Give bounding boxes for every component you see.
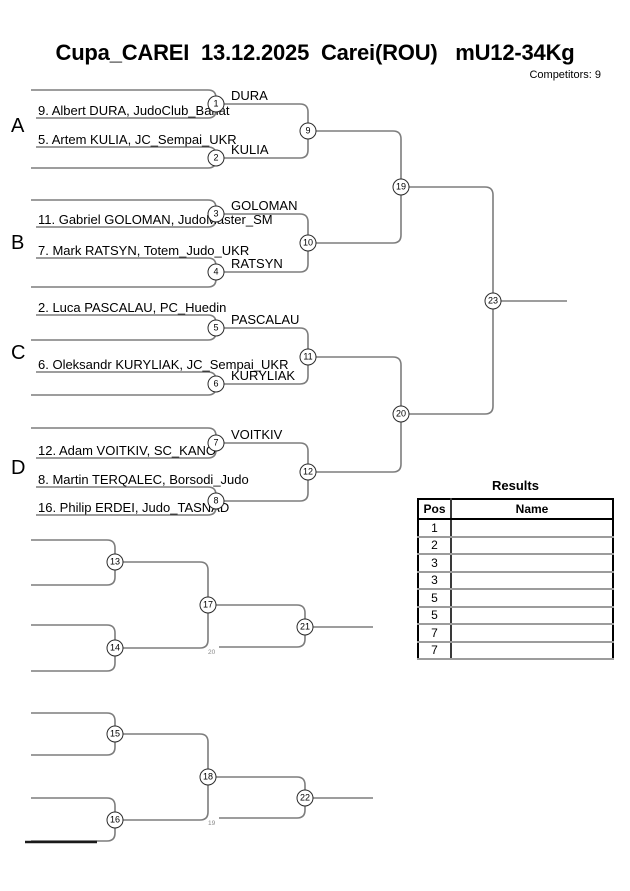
result-name bbox=[451, 571, 613, 590]
match-circle: 8 bbox=[207, 492, 225, 510]
fork-match-20 bbox=[308, 356, 402, 473]
match-circle: 18 bbox=[199, 768, 217, 786]
match-circle: 14 bbox=[106, 639, 124, 657]
results-title: Results bbox=[492, 478, 539, 493]
result-pos: 7 bbox=[418, 641, 452, 660]
repechage-source-label: 20 bbox=[208, 649, 216, 656]
result-name bbox=[451, 606, 613, 625]
fork-match-14 bbox=[31, 624, 116, 672]
fork-match-2 bbox=[31, 146, 217, 169]
match-circle: 21 bbox=[296, 618, 314, 636]
player-name: 11. Gabriel GOLOMAN, JudoMaster_SM bbox=[38, 212, 273, 227]
player-name: 7. Mark RATSYN, Totem_Judo_UKR bbox=[38, 243, 250, 258]
match-circle: 1 bbox=[207, 95, 225, 113]
player-name: 16. Philip ERDEI, Judo_TASNAD bbox=[38, 500, 230, 515]
section-label-a: A bbox=[11, 115, 25, 137]
section-label-b: B bbox=[11, 232, 25, 254]
advancer-label: RATSYN bbox=[231, 256, 283, 271]
player-name: 9. Albert DURA, JudoClub_Banat bbox=[38, 103, 230, 118]
fork-match-13 bbox=[31, 539, 116, 586]
fork-match-23 bbox=[401, 186, 494, 415]
advancer-label: KURYLIAK bbox=[231, 368, 296, 383]
player-name: 12. Adam VOITKIV, SC_KANO bbox=[38, 443, 216, 458]
fork-match-21 bbox=[208, 604, 306, 648]
advancer-label: PASCALAU bbox=[231, 312, 300, 327]
fork-match-19 bbox=[308, 130, 402, 244]
result-pos: 2 bbox=[418, 536, 452, 555]
match-circle: 20 bbox=[392, 405, 410, 423]
result-row: 7 bbox=[418, 624, 613, 643]
match-circle: 22 bbox=[296, 789, 314, 807]
fork-match-15 bbox=[31, 712, 116, 756]
result-pos: 1 bbox=[418, 519, 452, 538]
advancer-label: VOITKIV bbox=[231, 427, 283, 442]
result-row: 7 bbox=[418, 641, 613, 660]
player-name: 5. Artem KULIA, JC_Sempai_UKR bbox=[38, 132, 237, 147]
result-row: 2 bbox=[418, 536, 613, 555]
advancer-label: KULIA bbox=[231, 142, 269, 157]
result-row: 3 bbox=[418, 571, 613, 590]
result-pos: 5 bbox=[418, 589, 452, 608]
advancer-label: DURA bbox=[231, 88, 268, 103]
fork-match-16 bbox=[31, 797, 116, 842]
advancer-label: GOLOMAN bbox=[231, 198, 298, 213]
match-circle: 6 bbox=[207, 375, 225, 393]
match-circle: 11 bbox=[299, 348, 317, 366]
fork-match-18 bbox=[115, 733, 209, 821]
result-pos: 7 bbox=[418, 624, 452, 643]
match-circle: 3 bbox=[207, 205, 225, 223]
results-table: Pos Name 1 2 3 3 5 5 7 7 bbox=[417, 498, 614, 660]
fork-match-17 bbox=[115, 561, 209, 649]
match-circle: 16 bbox=[106, 811, 124, 829]
results-panel: Results Pos Name 1 2 3 3 5 5 7 7 bbox=[417, 478, 614, 660]
result-row: 1 bbox=[418, 519, 613, 538]
result-pos: 3 bbox=[418, 571, 452, 590]
result-pos: 3 bbox=[418, 554, 452, 573]
repechage-source-label: 19 bbox=[208, 820, 216, 827]
fork-match-6 bbox=[31, 371, 217, 396]
section-label-c: C bbox=[11, 342, 26, 364]
section-label-d: D bbox=[11, 457, 26, 479]
result-row: 5 bbox=[418, 606, 613, 625]
match-circle: 13 bbox=[106, 553, 124, 571]
result-name bbox=[451, 554, 613, 573]
result-pos: 5 bbox=[418, 606, 452, 625]
match-circle: 23 bbox=[484, 292, 502, 310]
match-circle: 4 bbox=[207, 263, 225, 281]
match-circle: 5 bbox=[207, 319, 225, 337]
player-name: 8. Martin TERQALEC, Borsodi_Judo bbox=[38, 472, 249, 487]
result-name bbox=[451, 536, 613, 555]
fork-match-4 bbox=[31, 257, 217, 288]
result-name bbox=[451, 519, 613, 538]
fork-match-22 bbox=[208, 776, 306, 819]
match-circle: 12 bbox=[299, 463, 317, 481]
result-name bbox=[451, 589, 613, 608]
match-circle: 7 bbox=[207, 434, 225, 452]
results-col-pos: Pos bbox=[418, 499, 452, 520]
results-header-row: Pos Name bbox=[418, 499, 613, 520]
tournament-title: Cupa_CAREI 13.12.2025 Carei(ROU) mU12-34… bbox=[55, 40, 575, 65]
result-row: 5 bbox=[418, 589, 613, 608]
results-col-name: Name bbox=[451, 499, 613, 520]
result-name bbox=[451, 641, 613, 660]
match-circle: 19 bbox=[392, 178, 410, 196]
match-circle: 15 bbox=[106, 725, 124, 743]
result-name bbox=[451, 624, 613, 643]
player-name: 6. Oleksandr KURYLIAK, JC_Sempai_UKR bbox=[38, 357, 289, 372]
player-name: 2. Luca PASCALAU, PC_Huedin bbox=[38, 300, 227, 315]
match-circle: 17 bbox=[199, 596, 217, 614]
fork-match-5 bbox=[31, 314, 217, 341]
match-circle: 10 bbox=[299, 234, 317, 252]
match-circle: 9 bbox=[299, 122, 317, 140]
competitors-count: Competitors: 9 bbox=[529, 69, 601, 81]
result-row: 3 bbox=[418, 554, 613, 573]
match-circle: 2 bbox=[207, 149, 225, 167]
